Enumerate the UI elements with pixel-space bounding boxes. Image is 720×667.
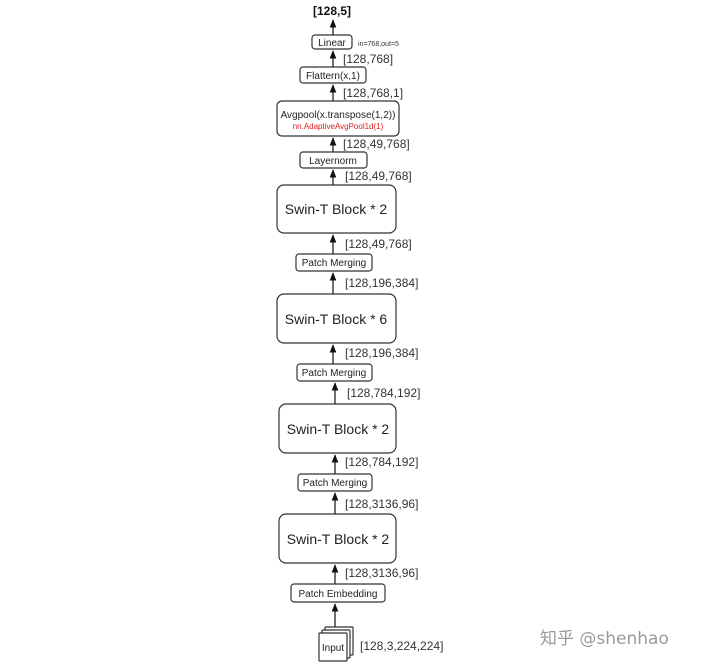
swin-block-1: [278, 513, 397, 564]
dim-after-layernorm: [128,49,768]: [343, 137, 410, 151]
patch-merging-2-label: Patch Merging: [302, 368, 366, 379]
dim-after-block2: [128,784,192]: [347, 386, 420, 400]
watermark: 知乎 @shenhao: [540, 629, 669, 649]
patch-merging-1: [297, 473, 373, 492]
input-label: Input: [322, 643, 344, 654]
input-shape: [128,3,224,224]: [360, 639, 443, 653]
swin-block-1-label: Swin-T Block * 2: [287, 531, 390, 547]
dim-after-merge1: [128,784,192]: [345, 455, 418, 469]
linear-note: in=768,out=5: [358, 41, 399, 48]
swin-block-3-label: Swin-T Block * 6: [285, 311, 388, 327]
swin-block-2: [278, 403, 397, 454]
layernorm-box: [299, 151, 368, 169]
avgpool-box: [276, 100, 400, 137]
dim-after-block4: [128,49,768]: [345, 169, 412, 183]
patch-merging-3: [295, 253, 373, 272]
avgpool-sublabel: nn.AdaptiveAvgPool1d(1): [293, 122, 384, 131]
flatten-label: Flattern(x,1): [306, 71, 360, 82]
output-shape: [128,5]: [313, 4, 351, 18]
swin-block-3: [276, 293, 397, 344]
dim-after-flatten: [128,768]: [343, 52, 393, 66]
patch-merging-2: [296, 363, 373, 382]
patch-embedding-label: Patch Embedding: [299, 589, 378, 600]
dim-after-merge2: [128,196,384]: [345, 346, 418, 360]
patch-embedding-box: [290, 583, 386, 603]
dim-after-avgpool: [128,768,1]: [343, 86, 403, 100]
flatten-box: [299, 66, 367, 84]
swin-block-4: [276, 184, 397, 234]
swin-block-4-label: Swin-T Block * 2: [285, 201, 388, 217]
dim-after-block3: [128,196,384]: [345, 276, 418, 290]
dim-after-embed: [128,3136,96]: [345, 566, 418, 580]
linear-label: Linear: [318, 38, 346, 49]
dim-after-merge3: [128,49,768]: [345, 237, 412, 251]
layernorm-label: Layernorm: [309, 156, 357, 167]
input-stack-icon: [318, 626, 354, 662]
swin-block-2-label: Swin-T Block * 2: [287, 421, 390, 437]
linear-box: [311, 34, 353, 50]
dim-after-block1: [128,3136,96]: [345, 497, 418, 511]
avgpool-label: Avgpool(x.transpose(1,2)): [281, 110, 396, 121]
patch-merging-3-label: Patch Merging: [302, 258, 366, 269]
patch-merging-1-label: Patch Merging: [303, 478, 367, 489]
